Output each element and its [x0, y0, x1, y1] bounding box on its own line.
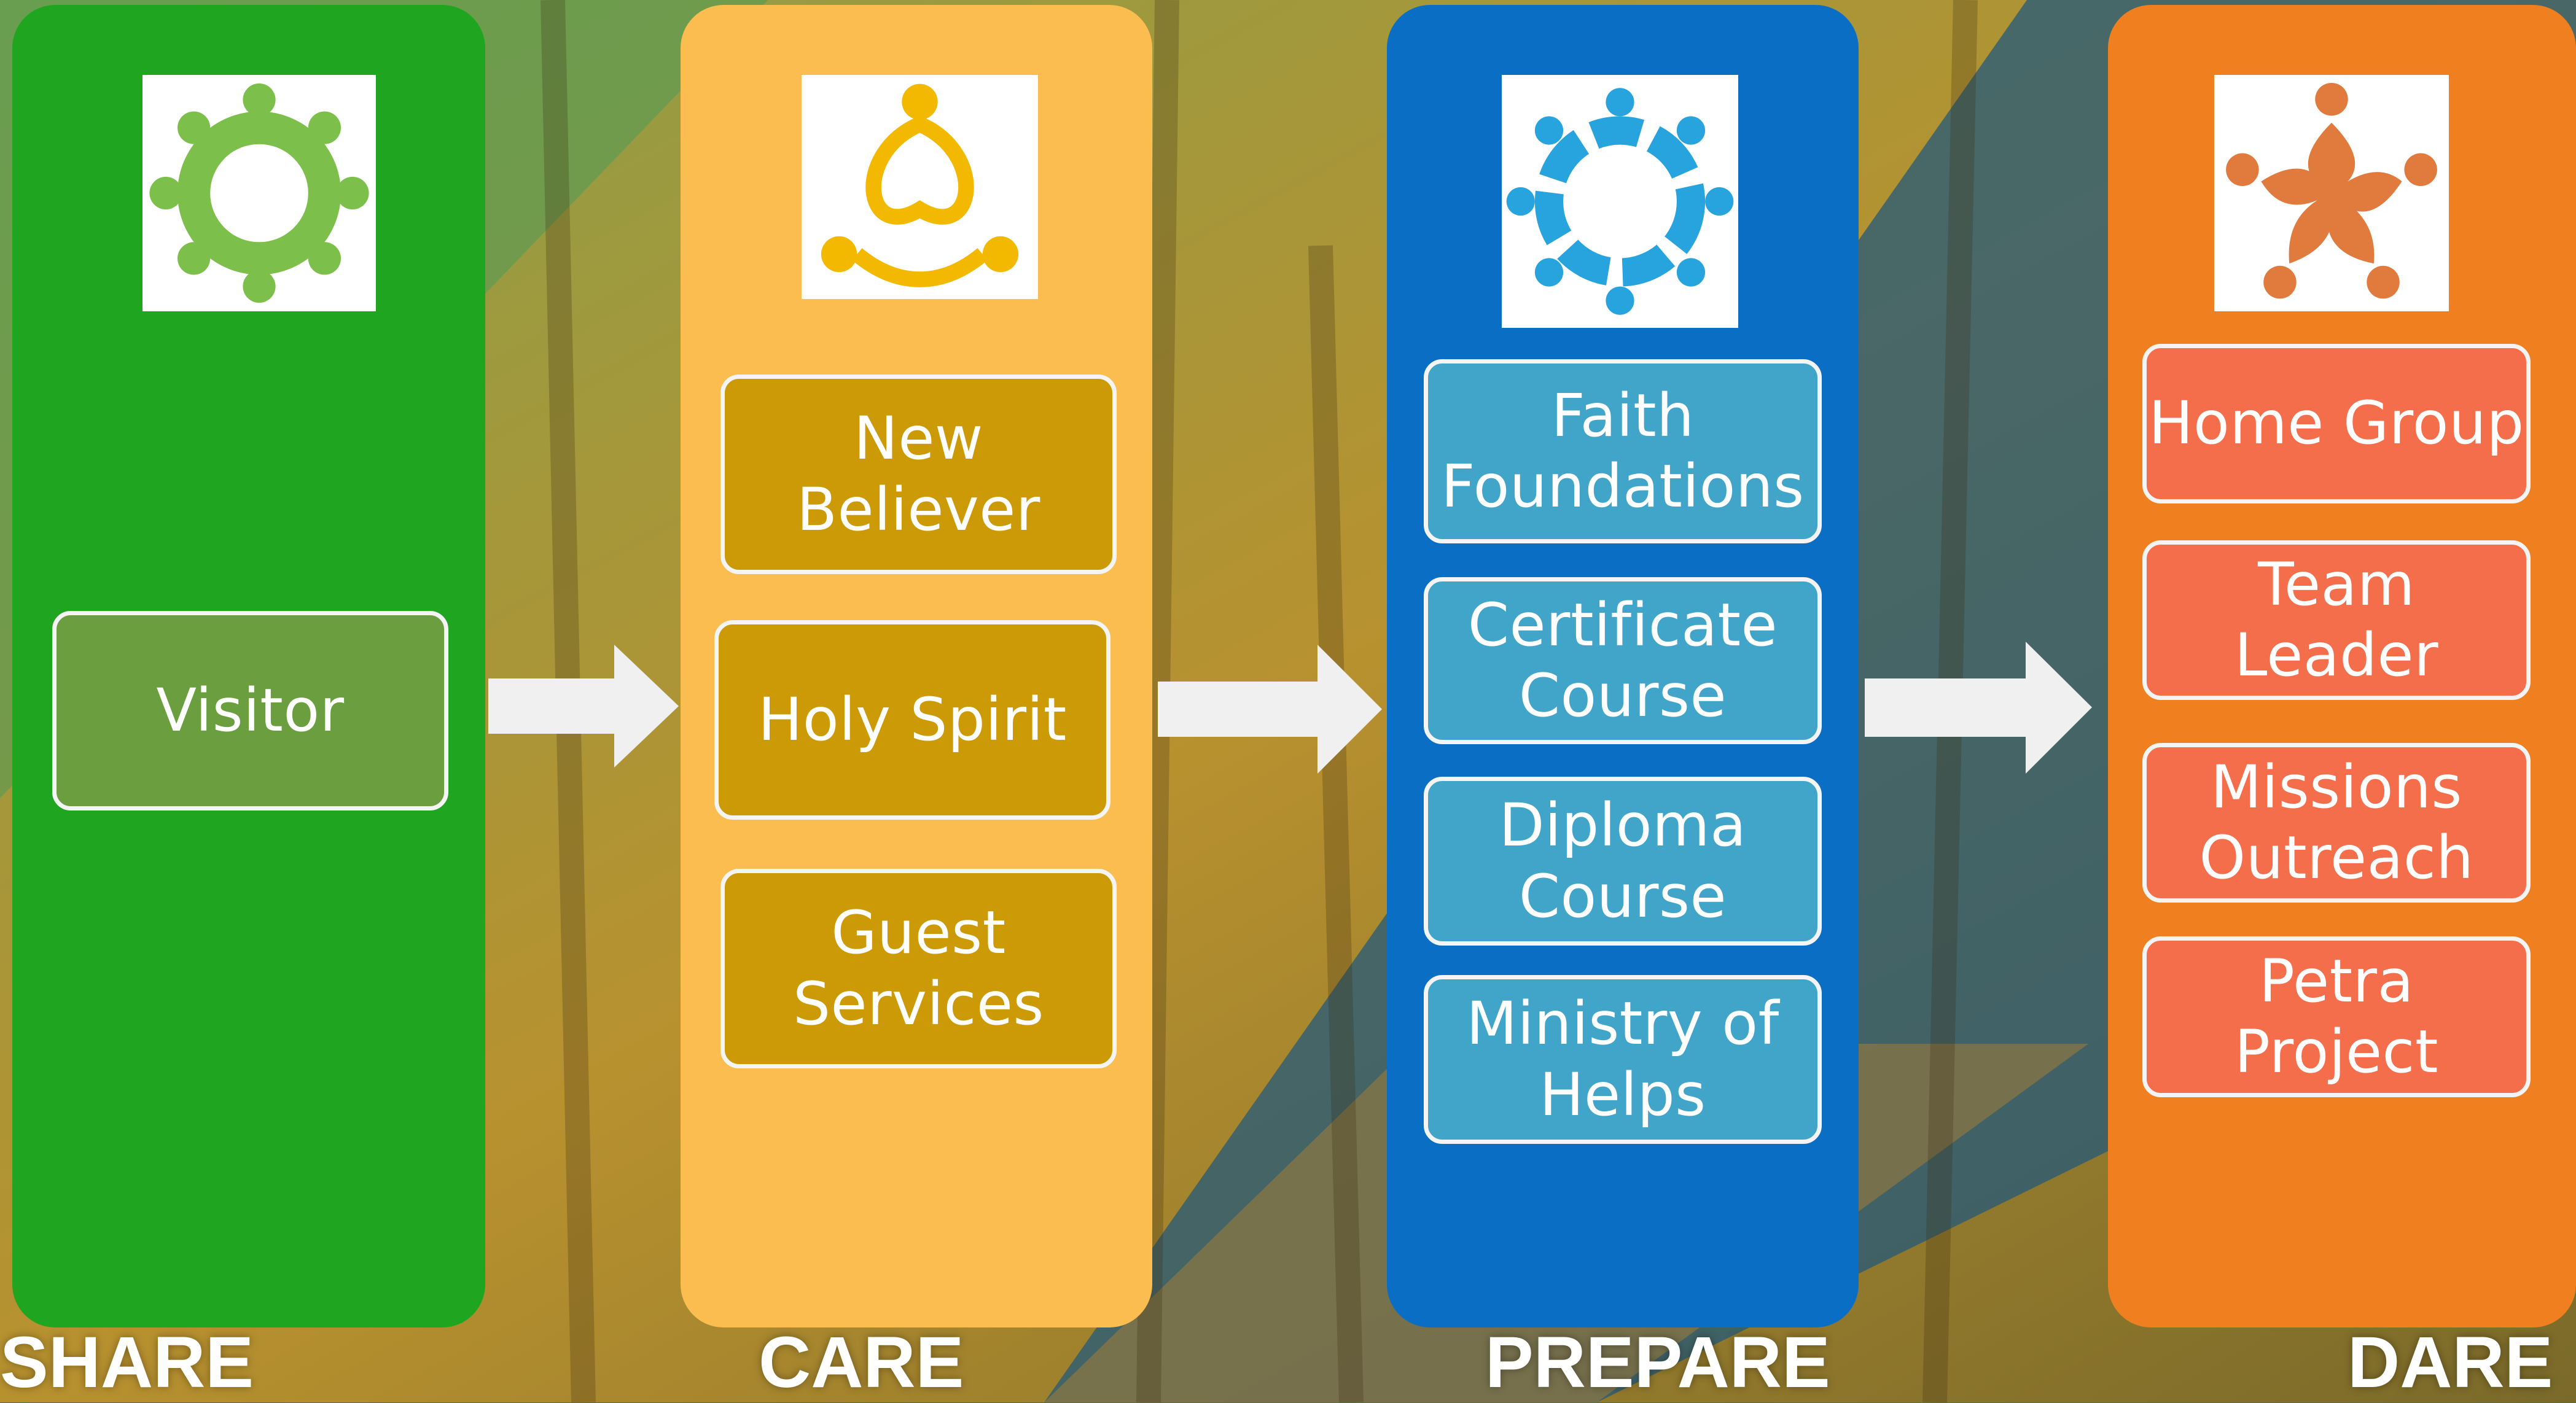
arrow-right-icon: [1865, 642, 2092, 774]
arrow-right-icon: [488, 645, 679, 768]
people-ring-icon: [1506, 88, 1734, 315]
dare-item-team-leader: Team Leader: [2142, 540, 2531, 700]
prepare-item-certificate-course: Certificate Course: [1424, 577, 1822, 744]
prepare-item-ministry-of-helps: Ministry of Helps: [1424, 975, 1822, 1144]
prepare-item-faith-foundations: Faith Foundations: [1424, 359, 1822, 543]
prepare-item-diploma-course: Diploma Course: [1424, 777, 1822, 946]
care-logo: [802, 75, 1038, 299]
stage-label-dare: DARE: [2348, 1322, 2553, 1403]
share-logo: [142, 75, 376, 311]
dare-item-petra-project: Petra Project: [2142, 936, 2531, 1097]
care-item-new-believer: New Believer: [720, 375, 1117, 574]
stage-label-prepare: PREPARE: [1485, 1322, 1830, 1403]
stage-label-share: SHARE: [0, 1322, 254, 1403]
people-circle-icon: [149, 83, 369, 303]
dare-item-home-group: Home Group: [2142, 344, 2531, 503]
prepare-logo: [1502, 75, 1738, 328]
care-item-guest-services: Guest Services: [720, 869, 1117, 1068]
dare-logo: [2214, 75, 2449, 311]
share-item-visitor: Visitor: [52, 611, 448, 810]
stage-label-care: CARE: [759, 1322, 964, 1403]
dare-item-missions-outreach: Missions Outreach: [2142, 743, 2531, 903]
care-item-holy-spirit: Holy Spirit: [714, 620, 1110, 820]
people-knot-icon: [821, 84, 1019, 287]
arrow-right-icon: [1158, 645, 1382, 774]
people-swirl-icon: [2226, 82, 2437, 299]
